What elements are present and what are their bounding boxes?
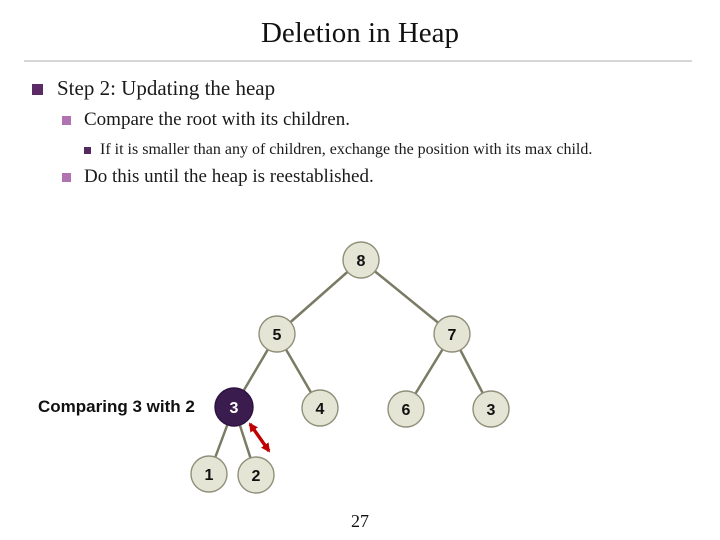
page-title: Deletion in Heap: [260, 17, 460, 49]
tree-node-value: 3: [230, 400, 239, 417]
tree-edge: [360, 259, 453, 335]
tree-node-value: 8: [357, 253, 366, 270]
bullet-item-step2: Step 2: Updating the heap: [32, 76, 275, 101]
bullet-text: Step 2: Updating the heap: [57, 76, 276, 100]
bullet-text: If it is smaller than any of children, e…: [100, 141, 593, 158]
tree-node: [387, 390, 425, 428]
bullet-square-icon: [84, 146, 91, 154]
bullet-text: Do this until the heap is reestablished.: [84, 166, 374, 187]
bullet-item-exchange: If it is smaller than any of children, e…: [84, 140, 592, 159]
tree-node: [258, 315, 296, 353]
tree-node: [433, 315, 471, 353]
tree-node-value: 4: [316, 401, 325, 418]
tree-node-value: 6: [402, 402, 411, 419]
tree-edges: [207, 259, 493, 476]
bullet-square-icon: [62, 115, 71, 125]
swap-arrow-group: [248, 422, 271, 453]
tree-node-value: 5: [273, 327, 282, 344]
tree-node: [342, 241, 380, 279]
page-number: 27: [351, 511, 369, 531]
tree-node: [214, 387, 254, 427]
swap-arrow: [248, 422, 271, 453]
title-separator: [24, 60, 692, 62]
bullet-item-repeat: Do this until the heap is reestablished.: [62, 165, 374, 188]
bullet-square-icon: [62, 172, 71, 182]
tree-node: [472, 390, 510, 428]
tree-node: [237, 456, 275, 494]
bullet-text: Compare the root with its children.: [84, 109, 350, 130]
tree-node: [190, 455, 228, 493]
tree-node: [301, 389, 339, 427]
tree-node-value: 7: [448, 327, 457, 344]
tree-node-value: 3: [487, 402, 496, 419]
tree-nodes: 8 5 7 3 4 6 3 1 2: [190, 241, 510, 494]
tree-node-value: 1: [205, 467, 214, 484]
bullet-item-compare: Compare the root with its children.: [62, 108, 350, 131]
tree-node-value: 2: [252, 468, 261, 485]
comparison-label: Comparing 3 with 2: [38, 397, 195, 416]
bullet-square-icon: [32, 83, 43, 95]
